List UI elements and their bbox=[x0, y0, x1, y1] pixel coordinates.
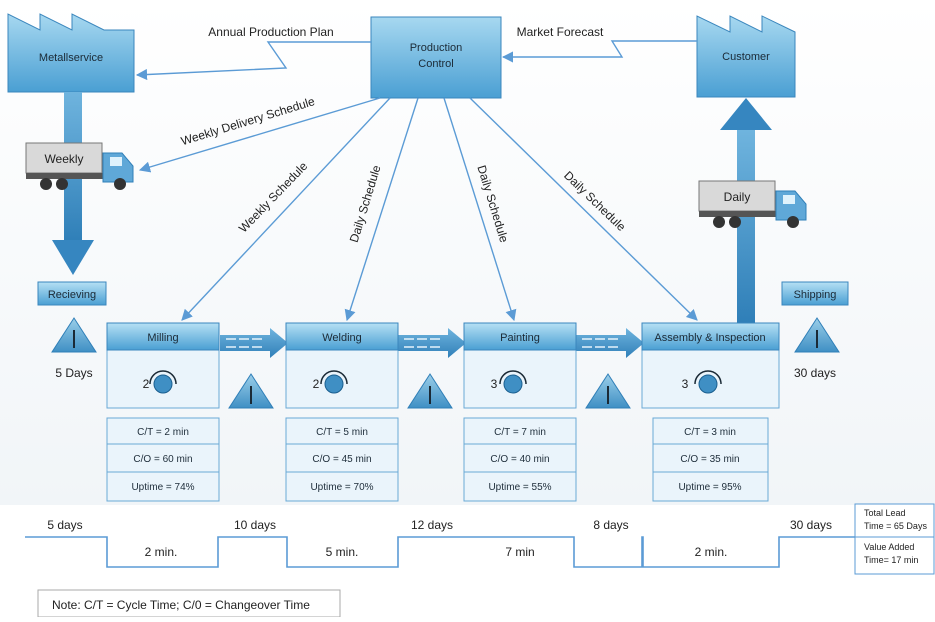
inventory-icon-2 bbox=[407, 373, 453, 409]
total-lead-label: Total Lead bbox=[864, 508, 906, 518]
cycle-time: C/T = 7 min bbox=[494, 427, 546, 438]
inventory-shipping-days: 30 days bbox=[794, 366, 836, 380]
weekly-truck-icon: Weekly bbox=[25, 142, 134, 190]
changeover-time: C/O = 45 min bbox=[312, 454, 371, 465]
customer-label: Customer bbox=[722, 51, 770, 63]
lead-time-summary: Total Lead Time = 65 Days Value Added Ti… bbox=[854, 503, 935, 575]
inventory-receiving-icon bbox=[51, 317, 97, 353]
operator-icon bbox=[694, 370, 722, 394]
uptime: Uptime = 95% bbox=[678, 482, 741, 493]
process-name: Assembly & Inspection bbox=[654, 332, 765, 344]
production-control-box: Production Control bbox=[370, 16, 502, 99]
process-name: Painting bbox=[500, 332, 540, 344]
operator-icon bbox=[499, 370, 527, 394]
market-forecast-label: Market Forecast bbox=[517, 25, 604, 39]
shipping-label: Shipping bbox=[794, 289, 837, 301]
customer-factory-icon: Customer bbox=[696, 15, 796, 98]
process-time-1: 2 min. bbox=[145, 545, 178, 559]
cycle-time: C/T = 5 min bbox=[316, 427, 368, 438]
cycle-time: C/T = 2 min bbox=[137, 427, 189, 438]
process-time-3: 7 min bbox=[505, 545, 534, 559]
value-added-value: Time= 17 min bbox=[864, 555, 918, 565]
shipping-dock: Shipping bbox=[781, 281, 849, 306]
process-time-2: 5 min. bbox=[326, 545, 359, 559]
wait-time-1: 5 days bbox=[47, 518, 82, 532]
production-control-line1: Production bbox=[410, 42, 463, 54]
process-painting: Painting 3 C/T = 7 min C/O = 40 min Upti… bbox=[463, 322, 577, 502]
process-assembly-inspection: Assembly & Inspection 3 C/T = 3 min C/O … bbox=[641, 322, 780, 502]
wait-time-3: 12 days bbox=[411, 518, 453, 532]
market-forecast-flow: Market Forecast bbox=[501, 25, 697, 63]
operator-count: 2 bbox=[143, 377, 150, 391]
annual-plan-label: Annual Production Plan bbox=[208, 25, 333, 39]
lead-time-ladder: 5 days 10 days 12 days 8 days 30 days 2 … bbox=[25, 518, 855, 568]
production-control-line2: Control bbox=[418, 58, 453, 70]
daily-truck-label: Daily bbox=[724, 190, 751, 204]
uptime: Uptime = 74% bbox=[131, 482, 194, 493]
process-welding: Welding 2 C/T = 5 min C/O = 45 min Uptim… bbox=[285, 322, 399, 502]
operator-icon bbox=[320, 370, 348, 394]
weekly-truck-label: Weekly bbox=[44, 152, 83, 166]
inventory-shipping-icon bbox=[794, 317, 840, 353]
inventory-icon-1 bbox=[228, 373, 274, 409]
operator-icon bbox=[149, 370, 177, 394]
push-arrow-1 bbox=[220, 328, 288, 358]
wait-time-4: 8 days bbox=[593, 518, 628, 532]
process-name: Milling bbox=[147, 332, 178, 344]
note-text: Note: C/T = Cycle Time; C/0 = Changeover… bbox=[52, 598, 310, 612]
operator-count: 3 bbox=[682, 377, 689, 391]
legend-note: Note: C/T = Cycle Time; C/0 = Changeover… bbox=[37, 589, 341, 618]
daily-truck-icon: Daily bbox=[698, 180, 807, 228]
push-arrow-3 bbox=[576, 328, 644, 358]
inventory-icon-3 bbox=[585, 373, 631, 409]
receiving-dock: Recieving bbox=[37, 281, 107, 306]
operator-count: 2 bbox=[313, 377, 320, 391]
wait-time-2: 10 days bbox=[234, 518, 276, 532]
receiving-label: Recieving bbox=[48, 289, 96, 301]
outbound-shipment-arrow bbox=[720, 98, 772, 323]
supplier-factory-icon: Metallservice bbox=[7, 13, 135, 93]
wait-time-5: 30 days bbox=[790, 518, 832, 532]
annual-plan-flow: Annual Production Plan bbox=[135, 25, 371, 81]
operator-count: 3 bbox=[491, 377, 498, 391]
changeover-time: C/O = 40 min bbox=[490, 454, 549, 465]
inventory-receiving-days: 5 Days bbox=[55, 366, 92, 380]
supplier-label: Metallservice bbox=[39, 52, 103, 64]
process-milling: Milling 2 C/T = 2 min C/O = 60 min Uptim… bbox=[106, 322, 220, 502]
total-lead-value: Time = 65 Days bbox=[864, 521, 927, 531]
push-arrow-2 bbox=[398, 328, 466, 358]
process-name: Welding bbox=[322, 332, 362, 344]
changeover-time: C/O = 35 min bbox=[680, 454, 739, 465]
value-added-label: Value Added bbox=[864, 542, 914, 552]
uptime: Uptime = 70% bbox=[310, 482, 373, 493]
changeover-time: C/O = 60 min bbox=[133, 454, 192, 465]
cycle-time: C/T = 3 min bbox=[684, 427, 736, 438]
uptime: Uptime = 55% bbox=[488, 482, 551, 493]
process-time-4: 2 min. bbox=[695, 545, 728, 559]
